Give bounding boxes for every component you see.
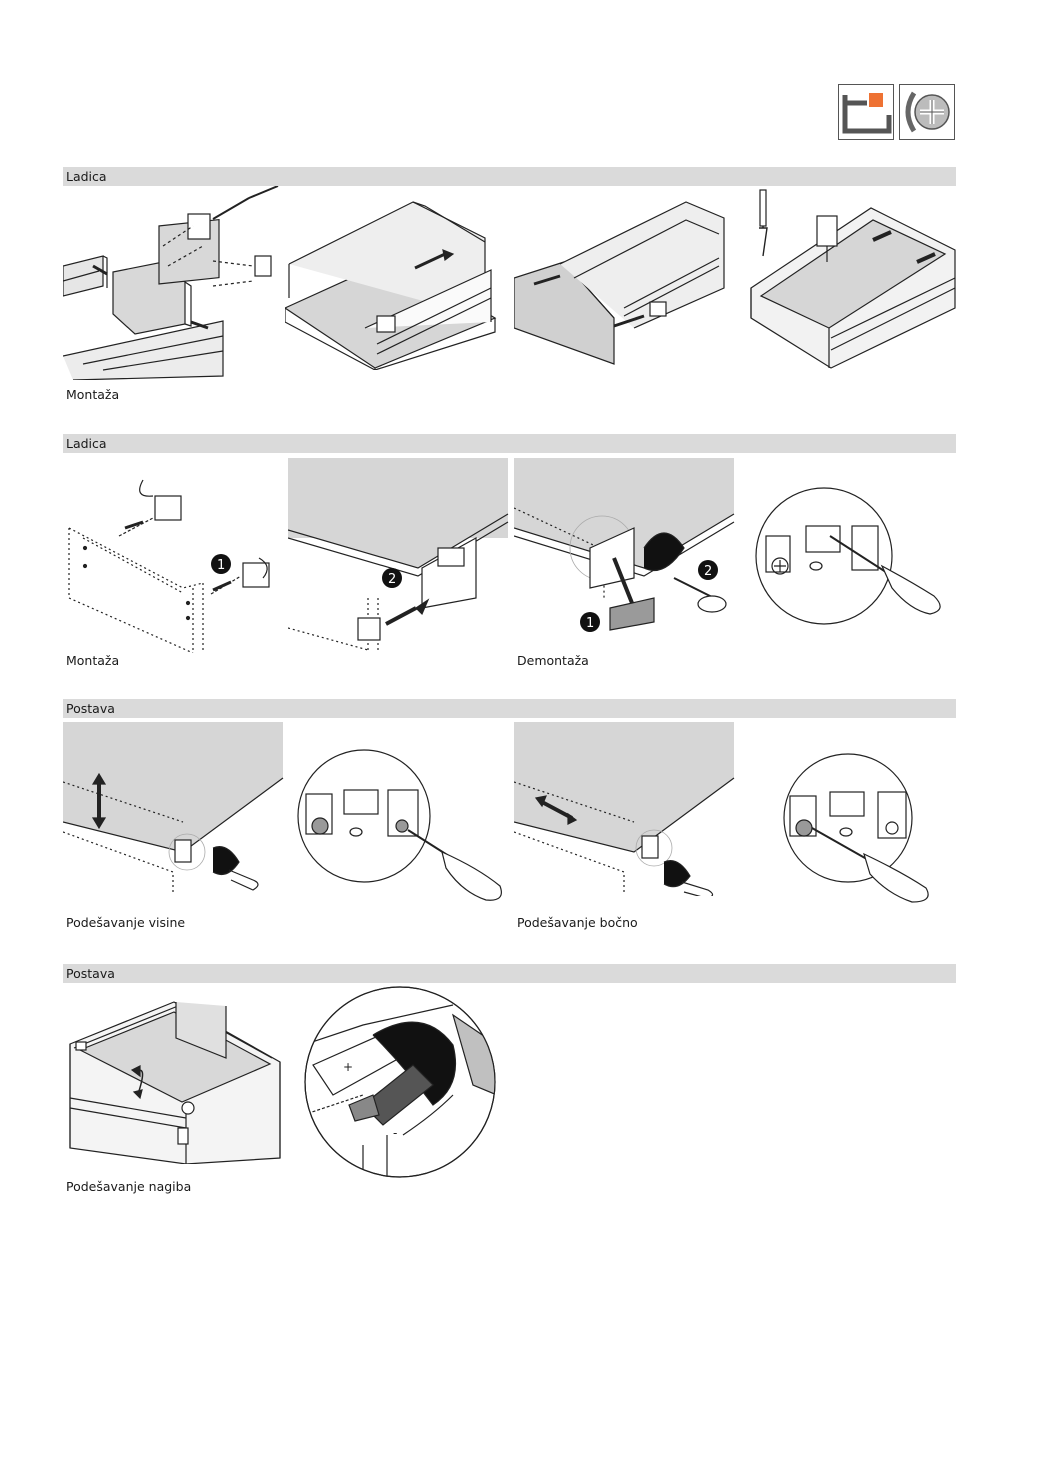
- illustration-lateral-adjust: [514, 722, 736, 896]
- caption: Demontaža: [517, 653, 589, 668]
- section-title: Ladica: [66, 436, 107, 451]
- illustration-mount-front-brackets: [63, 186, 285, 380]
- illustration-unhook-drawer: 1 2: [514, 458, 736, 653]
- illustration-detail-release-hook: [752, 486, 952, 626]
- illustration-insert-drawer-bottom: [285, 198, 505, 370]
- step-marker: 2: [704, 564, 712, 579]
- section-title: Postava: [66, 966, 115, 981]
- step-marker: 1: [217, 558, 225, 573]
- adjust-sign: +: [343, 1060, 353, 1074]
- illustration-height-adjust: [63, 722, 285, 896]
- caption: Podešavanje bočno: [517, 915, 638, 930]
- illustration-hook-drawer: 2: [288, 458, 510, 653]
- caption: Podešavanje visine: [66, 915, 186, 930]
- step-marker: 1: [586, 616, 594, 631]
- section-title: Postava: [66, 701, 115, 716]
- section-title: Ladica: [66, 169, 107, 184]
- section-header: Postava: [63, 964, 956, 983]
- illustration-attach-drawer-front: [514, 198, 736, 368]
- section-header: Ladica: [63, 434, 956, 453]
- section-header: Ladica: [63, 167, 956, 186]
- illustration-detail-lateral-screw: [782, 750, 938, 904]
- illustration-detail-height-screw: [292, 748, 506, 904]
- step-marker: 2: [388, 572, 396, 587]
- section-header: Postava: [63, 699, 956, 718]
- caption: Montaža: [66, 387, 120, 402]
- illustration-drill-back-panel: [741, 188, 957, 378]
- screw-mount-icon: [899, 84, 955, 140]
- illustration-detail-tilt-screw: + -: [303, 985, 497, 1179]
- drawer-front-icon: [838, 84, 894, 140]
- caption: Montaža: [66, 653, 120, 668]
- illustration-tilt-adjust: [66, 998, 286, 1164]
- adjust-sign: -: [393, 1126, 397, 1140]
- illustration-mount-hooks: 1: [63, 458, 285, 653]
- caption: Podešavanje nagiba: [66, 1179, 192, 1194]
